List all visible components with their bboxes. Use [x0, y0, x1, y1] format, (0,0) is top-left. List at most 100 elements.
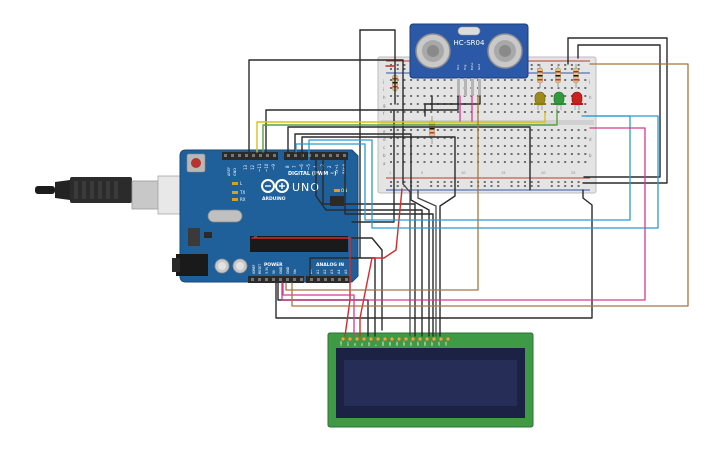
- lcd-pin[interactable]: [340, 336, 346, 342]
- breadboard-hole[interactable]: [503, 137, 506, 139]
- breadboard-hole[interactable]: [403, 161, 406, 163]
- breadboard-hole[interactable]: [416, 95, 419, 97]
- header-pin[interactable]: [300, 278, 303, 281]
- breadboard-hole[interactable]: [490, 79, 493, 81]
- header-pin[interactable]: [231, 154, 234, 157]
- breadboard-hole[interactable]: [524, 161, 526, 163]
- breadboard-hole[interactable]: [524, 95, 526, 97]
- breadboard-hole[interactable]: [483, 95, 486, 97]
- breadboard-hole[interactable]: [430, 111, 433, 113]
- breadboard-hole[interactable]: [483, 103, 486, 105]
- breadboard-hole[interactable]: [436, 79, 439, 81]
- breadboard-hole[interactable]: [570, 111, 573, 113]
- rail-hole[interactable]: [557, 181, 560, 183]
- breadboard-hole[interactable]: [550, 161, 553, 163]
- wire-red-2[interactable]: [251, 237, 351, 337]
- breadboard-hole[interactable]: [403, 137, 406, 139]
- rail-hole[interactable]: [510, 185, 513, 187]
- breadboard-hole[interactable]: [584, 79, 587, 81]
- breadboard-hole[interactable]: [450, 153, 453, 155]
- breadboard-hole[interactable]: [490, 111, 493, 113]
- breadboard-hole[interactable]: [450, 129, 453, 131]
- breadboard-hole[interactable]: [463, 153, 466, 155]
- wire-black-6[interactable]: [577, 44, 661, 178]
- wire-red-1[interactable]: [359, 188, 403, 337]
- breadboard-hole[interactable]: [443, 79, 446, 81]
- breadboard-hole[interactable]: [570, 161, 573, 163]
- rail-hole[interactable]: [396, 68, 399, 70]
- breadboard-hole[interactable]: [403, 103, 406, 105]
- breadboard-hole[interactable]: [503, 145, 506, 147]
- breadboard-hole[interactable]: [550, 137, 553, 139]
- breadboard-hole[interactable]: [450, 145, 453, 147]
- breadboard-hole[interactable]: [550, 129, 553, 131]
- rail-hole[interactable]: [416, 181, 419, 183]
- breadboard-hole[interactable]: [544, 161, 547, 163]
- header-pin[interactable]: [322, 154, 325, 157]
- header-pin[interactable]: [279, 278, 282, 281]
- wire-black-14[interactable]: [344, 159, 434, 337]
- breadboard-hole[interactable]: [483, 145, 486, 147]
- breadboard-hole[interactable]: [524, 79, 526, 81]
- breadboard-hole[interactable]: [416, 87, 419, 89]
- breadboard-hole[interactable]: [510, 145, 513, 147]
- wire-black-2[interactable]: [359, 29, 396, 105]
- breadboard-hole[interactable]: [584, 95, 587, 97]
- breadboard-hole[interactable]: [390, 129, 392, 131]
- breadboard-hole[interactable]: [416, 79, 419, 81]
- header-pin[interactable]: [336, 154, 339, 157]
- breadboard-hole[interactable]: [410, 103, 413, 105]
- rail-hole[interactable]: [457, 181, 459, 183]
- breadboard-hole[interactable]: [430, 79, 433, 81]
- header-pin[interactable]: [251, 278, 254, 281]
- breadboard-hole[interactable]: [416, 111, 419, 113]
- breadboard-hole[interactable]: [463, 137, 466, 139]
- breadboard-hole[interactable]: [510, 95, 513, 97]
- rail-hole[interactable]: [577, 185, 580, 187]
- breadboard-hole[interactable]: [584, 87, 587, 89]
- wire-yellow-1[interactable]: [256, 111, 546, 153]
- breadboard-hole[interactable]: [517, 79, 520, 81]
- header-pin[interactable]: [224, 154, 227, 157]
- breadboard-hole[interactable]: [443, 161, 446, 163]
- lcd-pin[interactable]: [445, 336, 451, 342]
- rail-hole[interactable]: [517, 185, 520, 187]
- breadboard-hole[interactable]: [416, 145, 419, 147]
- breadboard-hole[interactable]: [423, 145, 426, 147]
- breadboard-hole[interactable]: [524, 145, 526, 147]
- breadboard-hole[interactable]: [544, 129, 547, 131]
- breadboard-hole[interactable]: [463, 161, 466, 163]
- breadboard-hole[interactable]: [490, 145, 493, 147]
- breadboard-hole[interactable]: [436, 137, 439, 139]
- breadboard-hole[interactable]: [584, 153, 587, 155]
- header-pin[interactable]: [315, 154, 318, 157]
- wire-black-9[interactable]: [294, 133, 430, 337]
- header-pin[interactable]: [338, 278, 341, 281]
- breadboard-hole[interactable]: [436, 129, 439, 131]
- breadboard-hole[interactable]: [510, 153, 513, 155]
- rail-hole[interactable]: [403, 64, 406, 66]
- wire-magenta-1[interactable]: [281, 127, 646, 301]
- lcd-pin[interactable]: [347, 336, 353, 342]
- breadboard-hole[interactable]: [410, 111, 413, 113]
- breadboard-hole[interactable]: [510, 103, 513, 105]
- breadboard-hole[interactable]: [490, 95, 493, 97]
- rail-hole[interactable]: [564, 68, 567, 70]
- rail-hole[interactable]: [510, 181, 513, 183]
- rail-hole[interactable]: [530, 68, 533, 70]
- rail-hole[interactable]: [450, 185, 453, 187]
- breadboard-hole[interactable]: [490, 153, 493, 155]
- rail-hole[interactable]: [396, 181, 399, 183]
- header-pin[interactable]: [294, 154, 297, 157]
- breadboard-hole[interactable]: [470, 145, 473, 147]
- header-pin[interactable]: [343, 154, 346, 157]
- rail-hole[interactable]: [530, 185, 533, 187]
- breadboard-hole[interactable]: [537, 137, 540, 139]
- wire-black-5[interactable]: [567, 37, 668, 184]
- breadboard-hole[interactable]: [517, 87, 520, 89]
- breadboard-hole[interactable]: [517, 129, 520, 131]
- breadboard-hole[interactable]: [436, 87, 439, 89]
- breadboard-hole[interactable]: [497, 87, 500, 89]
- header-pin[interactable]: [252, 154, 255, 157]
- breadboard-hole[interactable]: [423, 153, 426, 155]
